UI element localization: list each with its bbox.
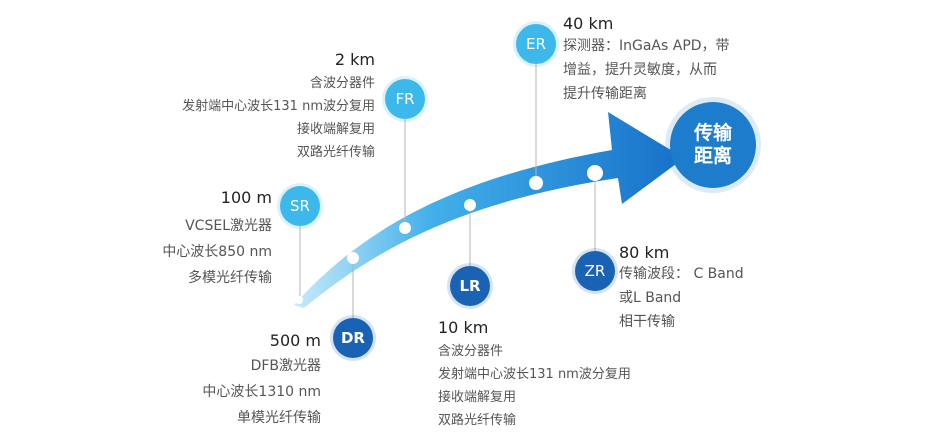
dr-line-1: DFB激光器: [250, 358, 321, 374]
transmission-distance-badge: 传输 距离: [670, 102, 756, 188]
lr-code: LR: [459, 277, 481, 295]
sr-line-2: 中心波长850 nm: [162, 244, 272, 260]
sr-line-1: VCSEL激光器: [185, 218, 272, 234]
er-node-icon: ER: [516, 24, 556, 64]
sr-node-icon: SR: [280, 186, 320, 226]
zr-line-1: 传输波段： C Band: [619, 266, 744, 282]
fr-distance: 2 km: [334, 50, 375, 69]
dr-point: [347, 252, 359, 264]
lr-line-2: 发射端中心波长131 nm波分复用: [438, 367, 631, 382]
fr-point: [399, 222, 411, 234]
zr-distance: 80 km: [619, 243, 670, 262]
zr-code: ZR: [584, 262, 606, 280]
fr-line-3: 接收端解复用: [296, 122, 375, 137]
dr-code: DR: [340, 329, 365, 347]
dr-line-3: 单模光纤传输: [237, 410, 321, 426]
zr-line-3: 相干传输: [619, 314, 675, 330]
lr-line-3: 接收端解复用: [438, 390, 517, 405]
lr-line-4: 双路光纤传输: [438, 413, 517, 428]
lr-node-icon: LR: [450, 266, 490, 306]
zr-point: [587, 165, 603, 181]
dr-distance: 500 m: [269, 331, 321, 350]
fr-code: FR: [395, 90, 415, 108]
er-distance: 40 km: [563, 14, 614, 33]
er-line-2: 增益，提升灵敏度，从而: [563, 62, 717, 78]
dr-node-icon: DR: [333, 318, 373, 358]
er-line-3: 提升传输距离: [563, 86, 647, 102]
fr-line-1: 含波分器件: [309, 76, 375, 91]
fr-node-icon: FR: [385, 79, 425, 119]
sr-line-3: 多模光纤传输: [188, 270, 272, 286]
sr-code: SR: [290, 197, 310, 215]
er-code: ER: [526, 35, 546, 53]
lr-distance: 10 km: [438, 318, 489, 337]
progress-arrow: [294, 112, 684, 308]
zr-line-2: 或L Band: [619, 290, 682, 306]
fr-line-2: 发射端中心波长131 nm波分复用: [182, 99, 375, 114]
end-label-line-2: 距离: [693, 145, 732, 167]
er-point: [529, 176, 543, 190]
sr-distance: 100 m: [220, 188, 272, 207]
lr-line-1: 含波分器件: [438, 344, 504, 359]
lr-point: [464, 199, 476, 211]
zr-node-icon: ZR: [575, 251, 615, 291]
dr-line-2: 中心波长1310 nm: [202, 384, 321, 400]
fr-line-4: 双路光纤传输: [296, 145, 375, 160]
sr-point: [295, 296, 303, 304]
end-label-line-1: 传输: [693, 122, 732, 145]
er-line-1: 探测器：InGaAs APD，带: [563, 38, 730, 54]
